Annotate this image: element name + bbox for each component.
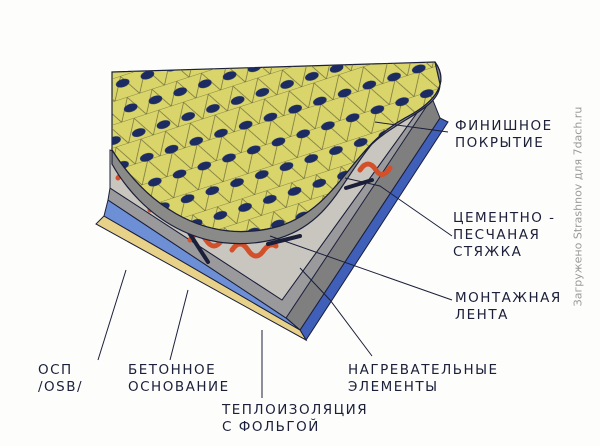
label-osb: ОСП /OSB/ — [38, 362, 83, 396]
label-screed-line3: СТЯЖКА — [453, 244, 523, 260]
label-screed-line2: ПЕСЧАНАЯ — [453, 227, 541, 243]
finish-curl — [111, 61, 442, 245]
watermark-text: Загружено Strashnov для 7dach.ru — [571, 106, 585, 307]
label-heating: НАГРЕВАТЕЛЬНЫЕ ЭЛЕМЕНТЫ — [348, 362, 499, 396]
label-insulation-line2: С ФОЛЬГОЙ — [222, 419, 320, 435]
label-osb-line2: /OSB/ — [38, 379, 84, 395]
label-tape: МОНТАЖНАЯ ЛЕНТА — [455, 290, 562, 324]
label-screed-line1: ЦЕМЕНТНО - — [453, 210, 556, 226]
label-heating-line1: НАГРЕВАТЕЛЬНЫЕ — [348, 362, 499, 378]
label-concrete: БЕТОННОЕ ОСНОВАНИЕ — [128, 362, 230, 396]
label-osb-line1: ОСП — [38, 362, 73, 378]
leader-lines — [97, 121, 453, 398]
label-insulation-line1: ТЕПЛОИЗОЛЯЦИЯ — [222, 402, 369, 418]
label-insulation: ТЕПЛОИЗОЛЯЦИЯ С ФОЛЬГОЙ — [222, 402, 368, 436]
label-tape-line2: ЛЕНТА — [455, 307, 509, 323]
label-tape-line1: МОНТАЖНАЯ — [455, 290, 562, 306]
label-screed: ЦЕМЕНТНО - ПЕСЧАНАЯ СТЯЖКА — [453, 210, 556, 261]
label-finish: ФИНИШНОЕ ПОКРЫТИЕ — [455, 118, 553, 152]
label-concrete-line2: ОСНОВАНИЕ — [128, 379, 230, 395]
label-finish-line1: ФИНИШНОЕ — [455, 118, 553, 134]
label-finish-line2: ПОКРЫТИЕ — [455, 135, 545, 151]
label-concrete-line1: БЕТОННОЕ — [128, 362, 217, 378]
label-heating-line2: ЭЛЕМЕНТЫ — [348, 379, 439, 395]
